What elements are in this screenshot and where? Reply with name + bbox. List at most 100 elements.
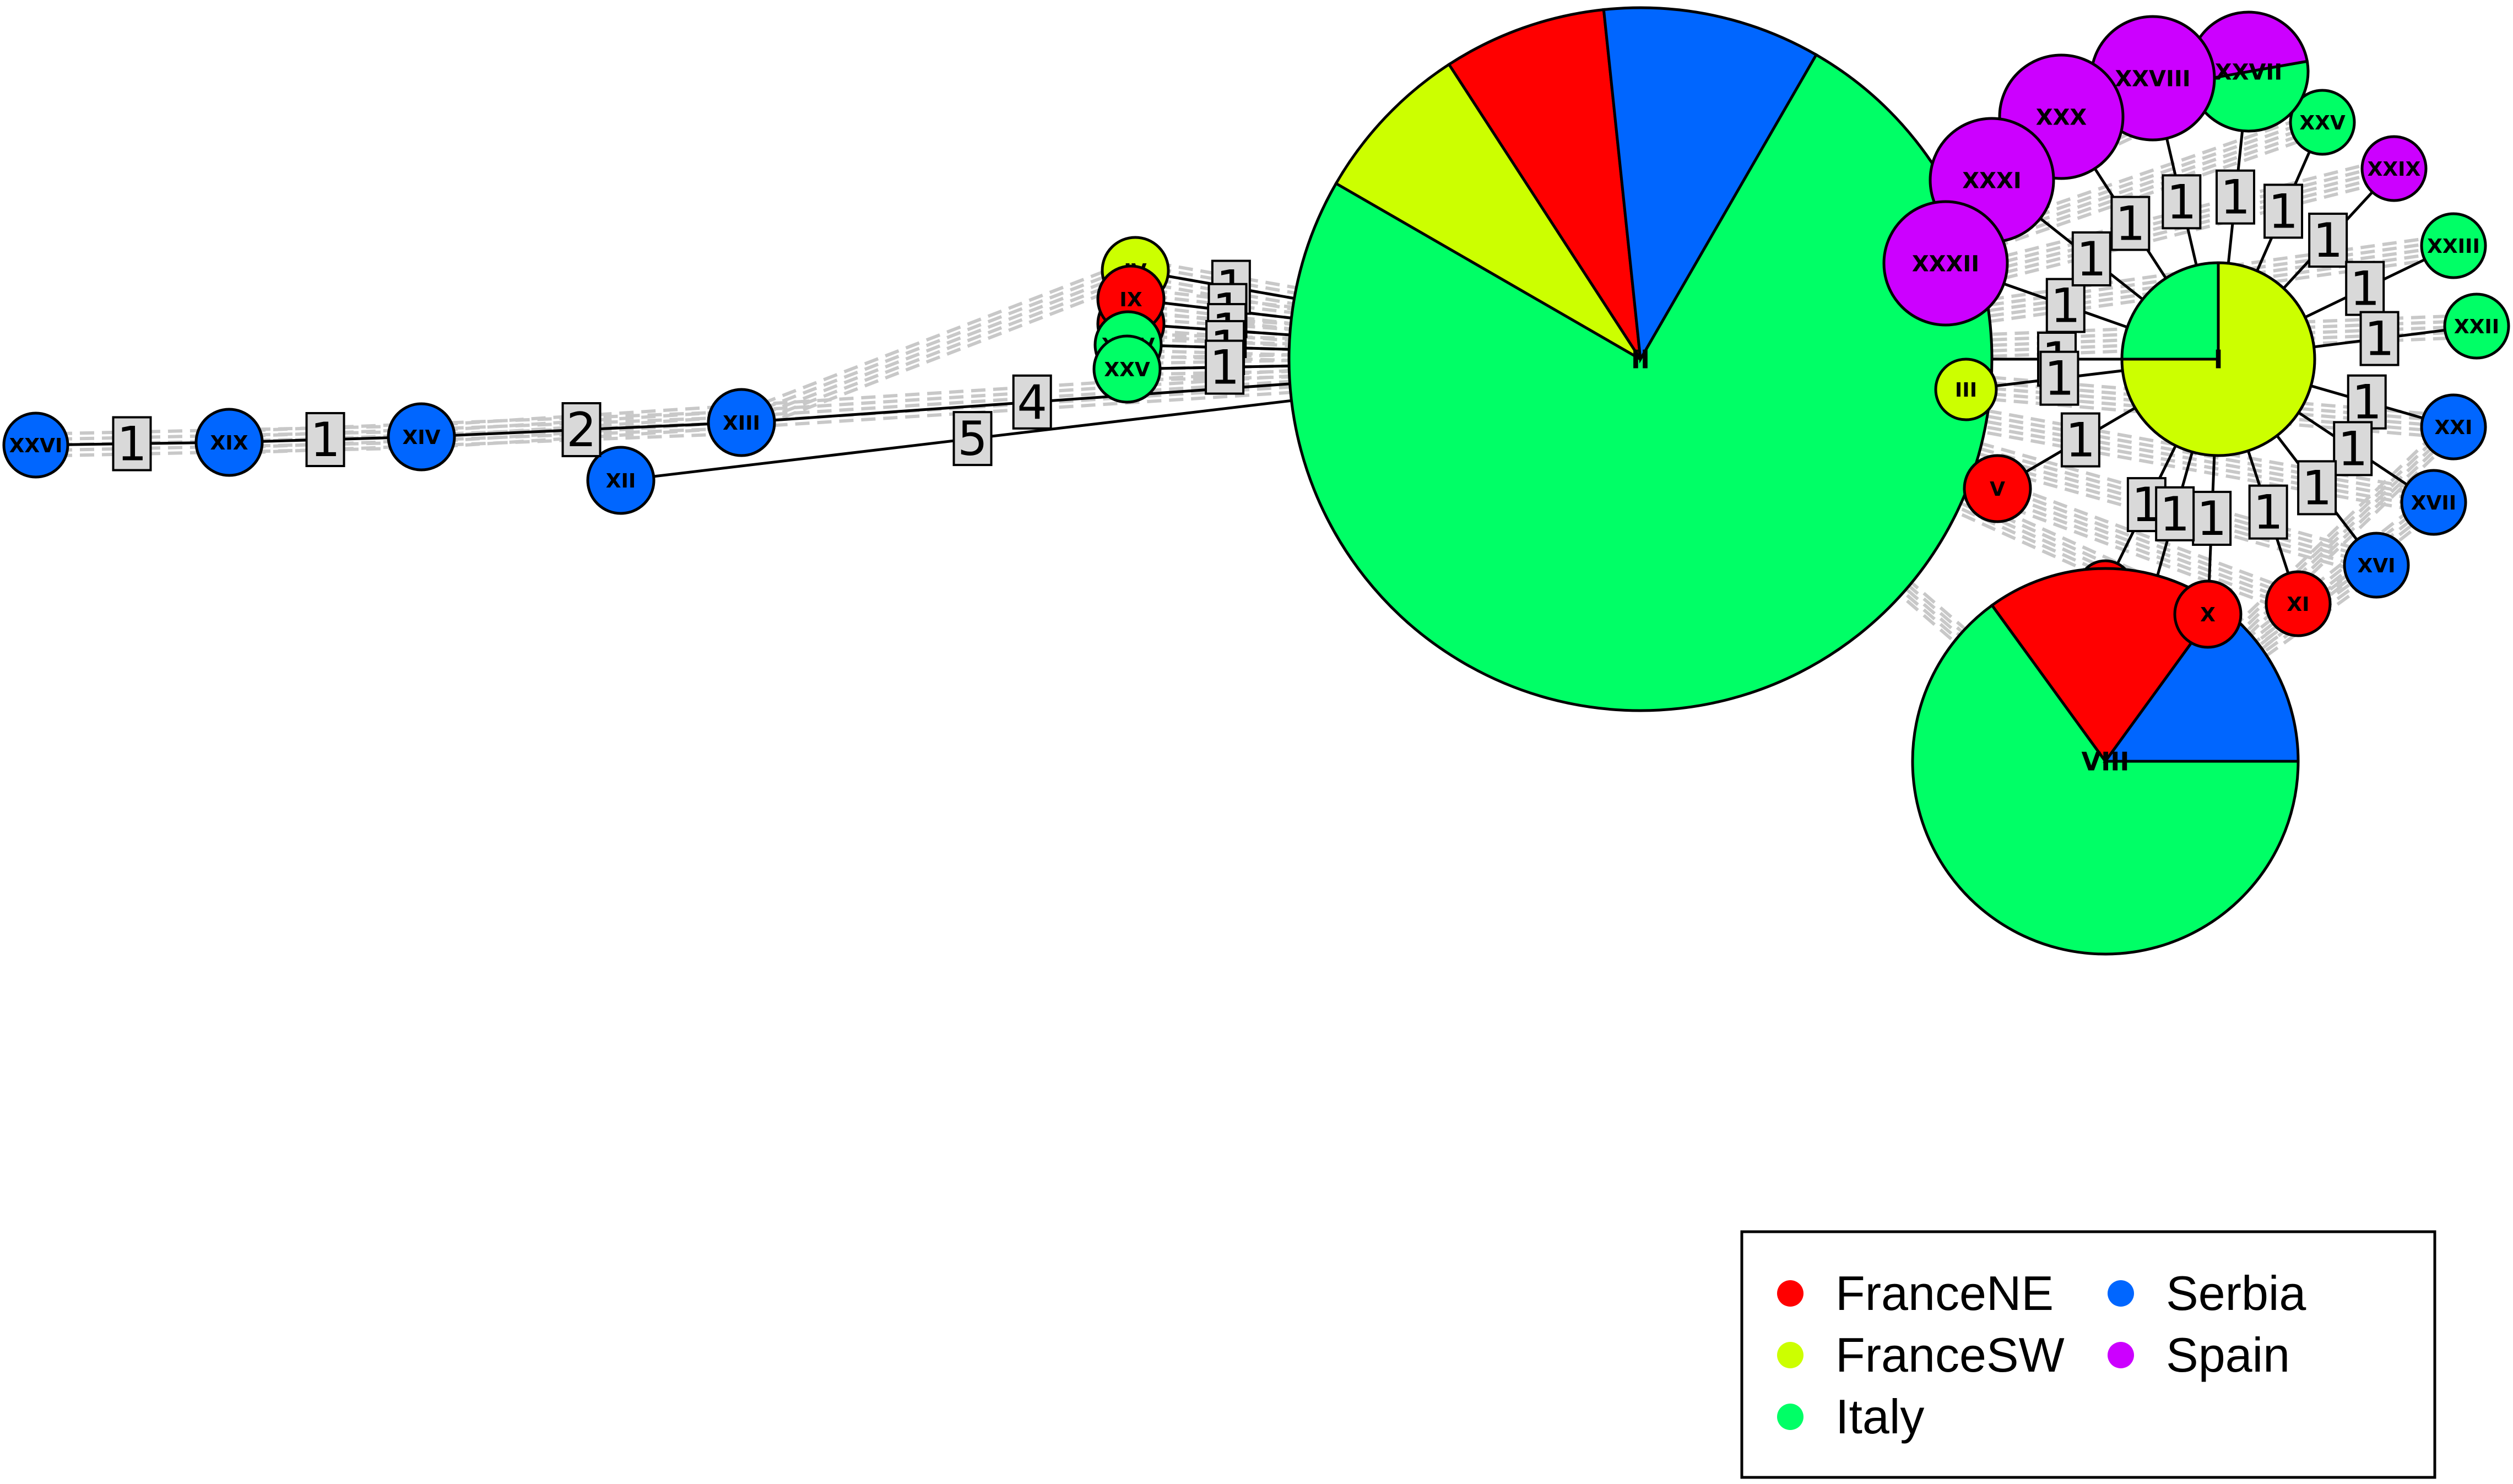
pie-slice-FranceNE [1963, 454, 2032, 523]
haplotype-label: XXXI [1962, 168, 2021, 193]
alternative-link [35, 430, 422, 441]
haplotype-V: V [1963, 454, 2032, 523]
step-box-I-XVI: 1 [2297, 460, 2337, 516]
step-box-XIV-XIII: 2 [561, 402, 602, 458]
alternative-link [229, 426, 742, 449]
step-box-bg [112, 416, 152, 472]
haplotype-XIV: XIV [387, 402, 456, 472]
alternative-link [2104, 436, 2455, 774]
step-box-bg [2216, 169, 2256, 225]
step-box-I-XI: 1 [2248, 484, 2288, 540]
legend-label-1: Serbia [2166, 1266, 2306, 1320]
haplotype-label: XIII [723, 412, 760, 435]
step-count: 1 [2302, 461, 2332, 516]
step-box-I-V: 1 [2060, 412, 2100, 468]
legend: FranceNE Serbia FranceSW Spain Italy [1740, 1230, 2436, 1479]
pie-slice-Serbia [1602, 6, 1818, 364]
pie-slice-Serbia [2343, 532, 2410, 599]
step-box-XIII-II: 4 [1012, 374, 1052, 430]
legend-label-2: FranceSW [1835, 1328, 2065, 1382]
step-count: 1 [310, 413, 340, 468]
haplotype-label: XI [2287, 593, 2309, 616]
pie-slice-FranceNE [2265, 570, 2332, 637]
haplotype-II: II [1287, 6, 1994, 712]
legend-box [1740, 1230, 2436, 1479]
haplotype-label: XXV [2299, 112, 2346, 134]
step-box-bg [2359, 311, 2400, 366]
step-box-I-XXXI: 1 [2071, 231, 2111, 287]
pie-slice-Italy [2443, 293, 2510, 360]
haplotype-XXI: XXI [2420, 393, 2487, 461]
haplotype-I: I [2120, 261, 2316, 457]
step-count: 1 [2220, 170, 2251, 225]
pie-slice-Serbia [586, 446, 656, 515]
step-count: 1 [2313, 213, 2343, 268]
legend-swatch-2 [1777, 1342, 1803, 1368]
haplotype-XXXII: XXXII [1882, 200, 2009, 327]
alternative-link [1640, 346, 2377, 556]
step-count: 1 [1210, 340, 1240, 396]
step-box-bg [2333, 421, 2373, 476]
haplotype-XXIII: XXIII [2420, 212, 2487, 279]
haplotype-label: XXXII [1912, 251, 1979, 277]
haplotype-XXIX: XXIX [2360, 135, 2428, 202]
step-box-I-XXX: 1 [2110, 196, 2151, 252]
step-box-bg [2045, 278, 2086, 333]
step-box-bg [305, 412, 345, 467]
step-count: 2 [566, 403, 597, 458]
step-count: 1 [2268, 184, 2299, 239]
haplotype-VIII: VIII [1911, 567, 2300, 956]
step-box-bg [2248, 484, 2288, 540]
step-box-XXVI-XIX: 1 [112, 416, 152, 472]
legend-swatch-0 [1777, 1280, 1803, 1307]
step-box-bg [2155, 486, 2195, 541]
step-box-I-VIII: 1 [2155, 486, 2195, 542]
step-box-bg [2039, 350, 2079, 406]
step-box-bg [1205, 339, 1245, 395]
step-count: 1 [2115, 197, 2146, 252]
pie-slice-Serbia [2, 411, 69, 479]
haplotype-label: XIV [402, 426, 440, 449]
alternative-link [229, 432, 742, 455]
haplotype-XIX: XIX [194, 408, 264, 477]
haplotype-label: XXVII [2215, 59, 2282, 85]
step-box-bg [2308, 212, 2348, 268]
pie-slice-Italy [1092, 334, 1162, 404]
haplotype-III: III [1934, 358, 1998, 421]
pie-slice-Italy [2120, 261, 2220, 361]
pie-slice-FranceNE [2173, 579, 2243, 649]
step-box-bg [1012, 374, 1052, 430]
step-box-I-III: 1 [2039, 350, 2079, 407]
step-box-I-XXVIII: 1 [2162, 174, 2202, 230]
haplotype-XIII: XIII [707, 388, 776, 457]
step-box-bg [2263, 183, 2304, 239]
haplotype-label: XXI [2435, 416, 2473, 439]
alternative-link [740, 258, 1136, 413]
haplotype-label: XXIII [2427, 235, 2480, 258]
step-box-bg [2071, 231, 2111, 286]
haplotype-XXVI: XXVI [2, 411, 69, 479]
mutation-steps-layer: 11245111111111111111111111111 [112, 169, 2400, 546]
step-count: 1 [2160, 487, 2190, 542]
haplotype-XXV_b: XXV [1092, 334, 1162, 404]
alternative-link [740, 280, 1136, 435]
haplotype-label: V [1990, 478, 2005, 501]
haplotype-XII: XII [586, 446, 656, 515]
haplotype-label: XII [606, 470, 636, 492]
alternative-link [229, 410, 742, 433]
haplotype-label: XXX [2036, 105, 2087, 130]
pie-slice-Serbia [387, 402, 456, 472]
step-box-bg [2297, 460, 2337, 516]
step-box-XII-II: 5 [952, 411, 993, 467]
pie-slice-Serbia [2400, 469, 2467, 536]
haplotype-label: II [1631, 345, 1650, 375]
step-count: 1 [117, 417, 147, 472]
alternative-link [229, 415, 742, 438]
legend-swatch-3 [2108, 1342, 2134, 1368]
pie-slice-Serbia [707, 388, 776, 457]
legend-label-4: Italy [1835, 1389, 1924, 1444]
legend-swatch-4 [1777, 1404, 1803, 1430]
step-box-I-XXII: 1 [2359, 311, 2400, 367]
step-box-I-XXVII: 1 [2216, 169, 2256, 225]
